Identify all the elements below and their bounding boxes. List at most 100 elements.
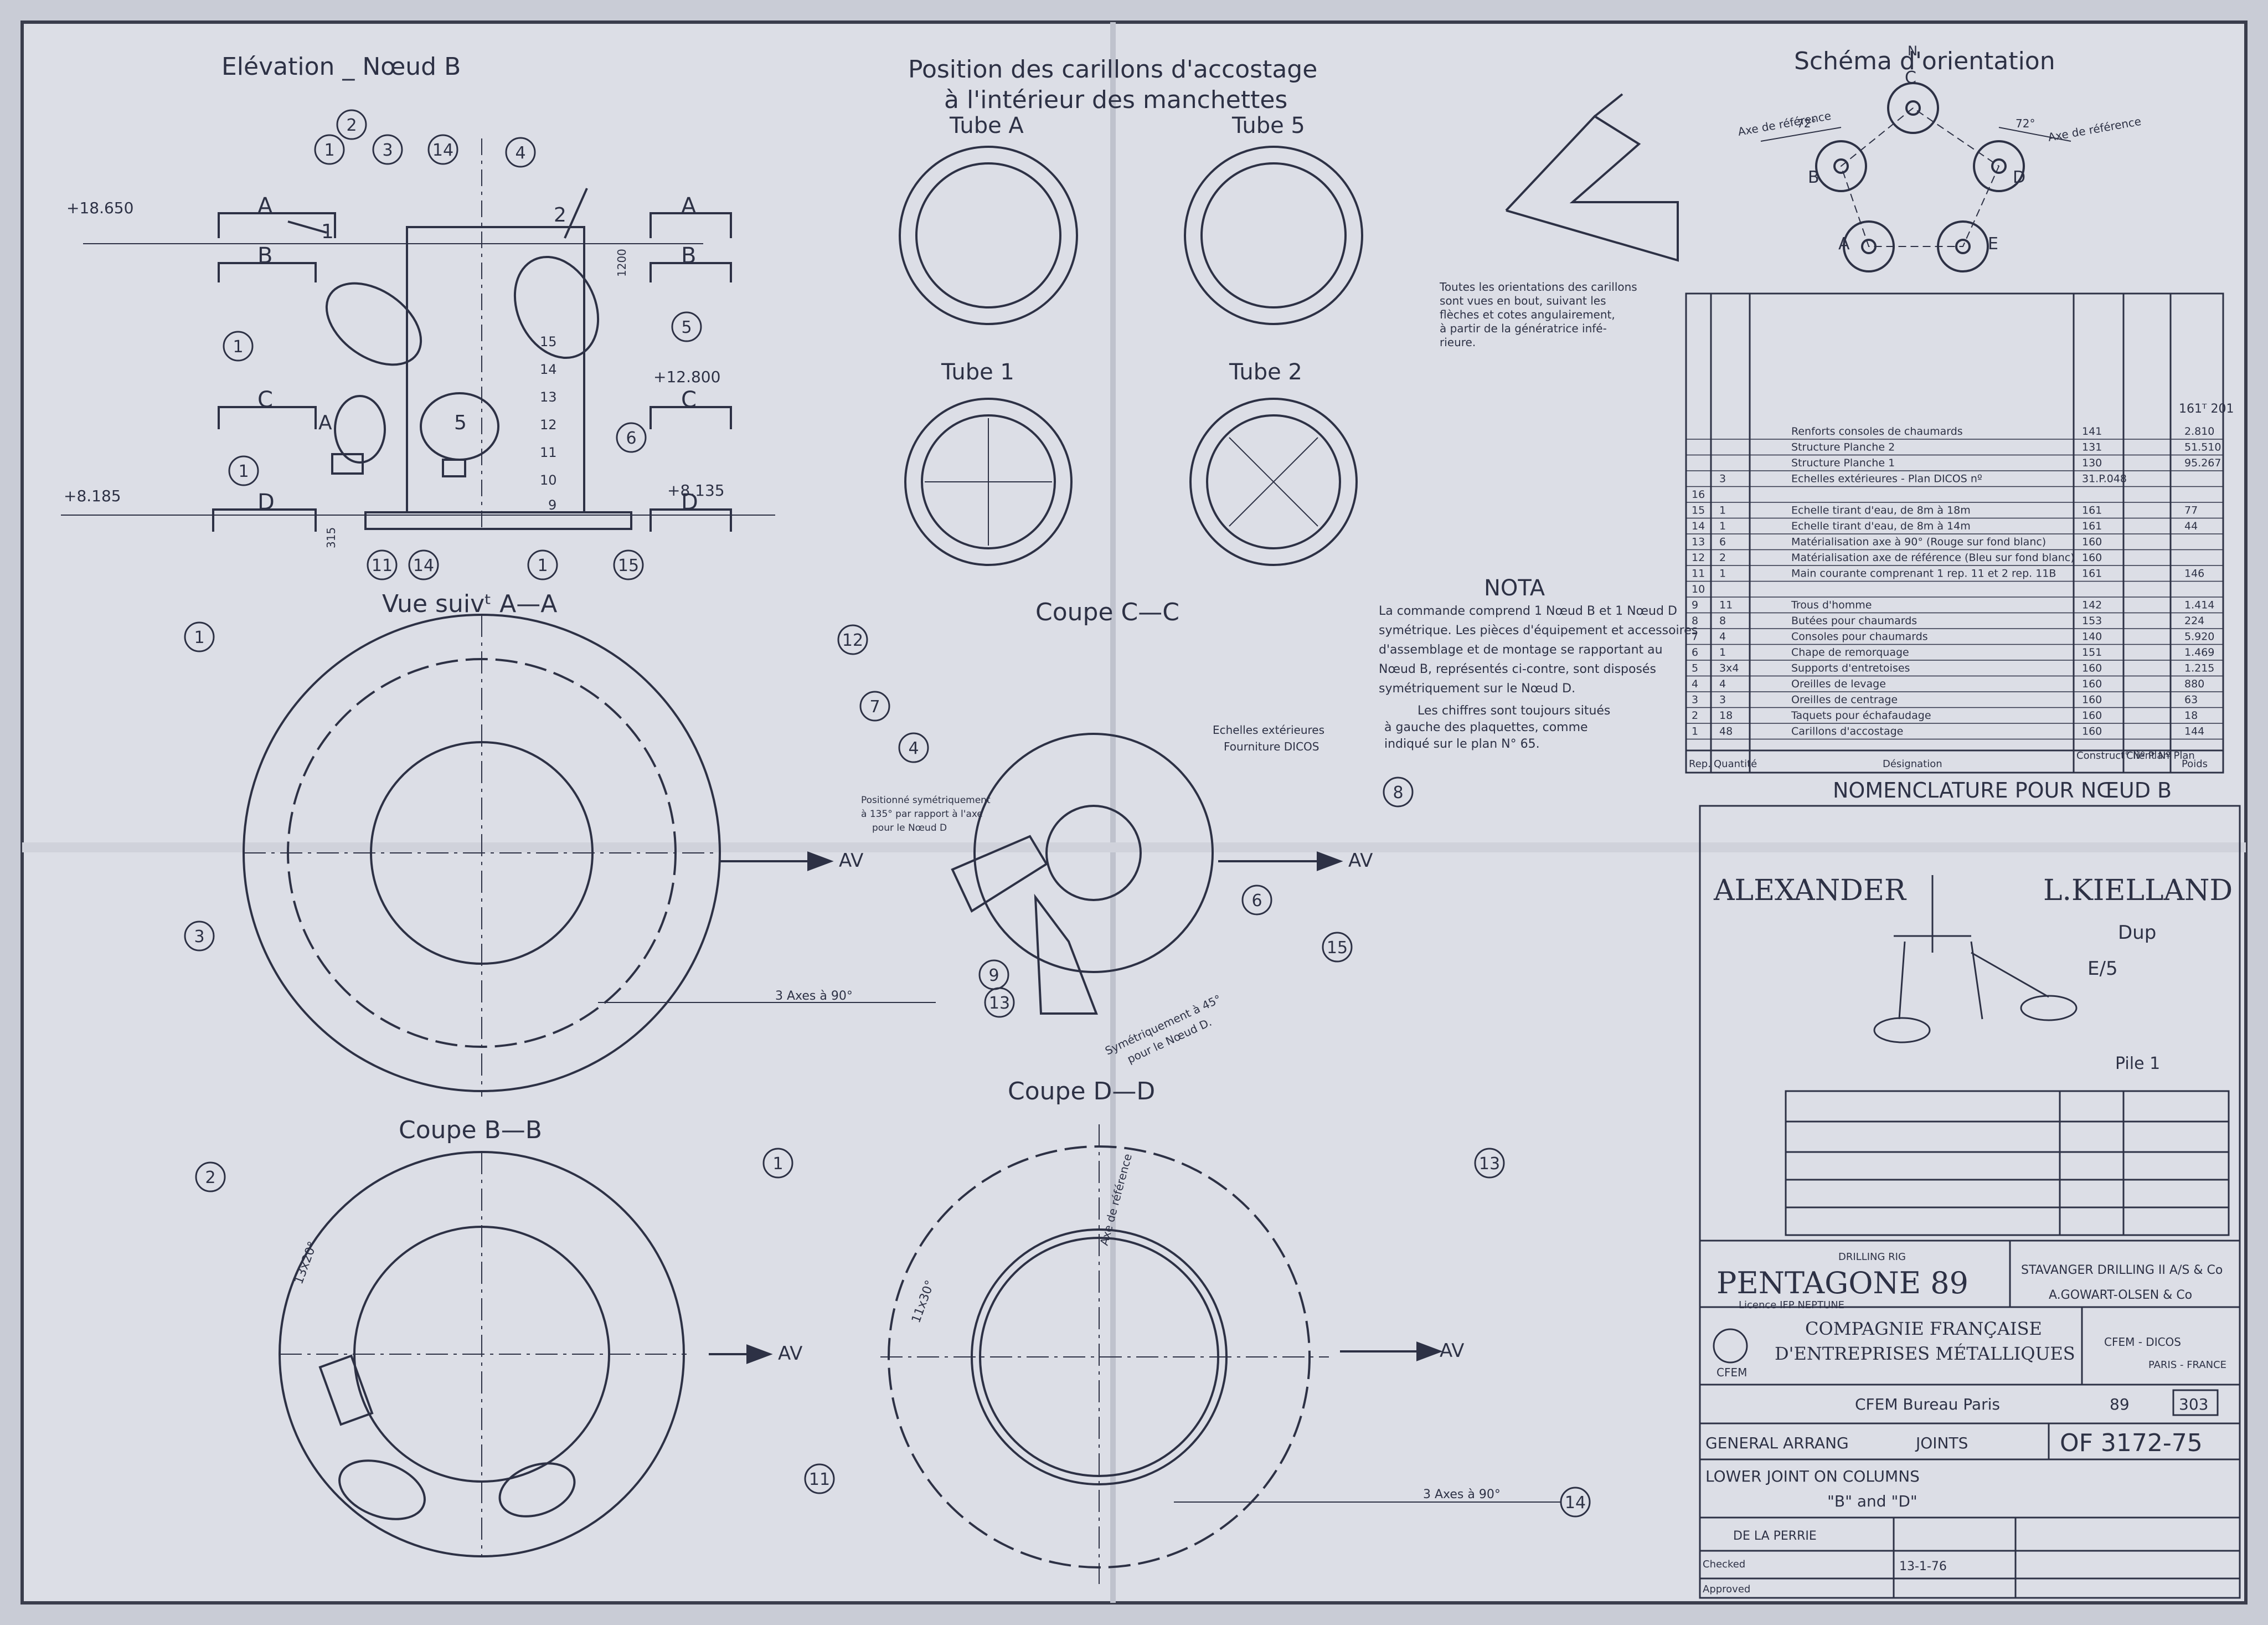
paper bbox=[20, 20, 2248, 1605]
callout-number: 12 bbox=[842, 631, 863, 650]
cell-desc: Taquets pour échafaudage bbox=[1791, 709, 1931, 722]
callout-circle bbox=[527, 549, 558, 580]
callout-number: 2 bbox=[346, 116, 357, 135]
cell-poids: 77 bbox=[2184, 505, 2198, 517]
cell-plan: 31.P.048 bbox=[2082, 473, 2127, 485]
coupe-bb: Coupe B—B AV 13x20° bbox=[279, 1116, 802, 1557]
callout-circle bbox=[184, 921, 215, 952]
svg-text:DE LA PERRIE: DE LA PERRIE bbox=[1733, 1529, 1817, 1543]
nomenclature-table: 161ᵀ 201 bbox=[1685, 292, 2234, 774]
cell-rep: 10 bbox=[1692, 583, 1705, 595]
position-title-1: Position des carillons d'accostage bbox=[908, 55, 1317, 84]
svg-text:Poids: Poids bbox=[2182, 758, 2208, 770]
tube-2-label: Tube 2 bbox=[1229, 359, 1302, 385]
callout-number: 14 bbox=[1565, 1493, 1586, 1513]
svg-text:E: E bbox=[1988, 234, 1998, 254]
callout-number: 6 bbox=[1251, 891, 1262, 911]
svg-text:A: A bbox=[318, 412, 332, 434]
callout-circle bbox=[762, 1148, 793, 1179]
rig-sketch bbox=[1873, 875, 2078, 1043]
callout-circle bbox=[184, 621, 215, 652]
cell-poids: 146 bbox=[2184, 568, 2204, 580]
brace-stub-2 bbox=[513, 255, 600, 359]
ladder-rungs: 15 14 13 12 11 10 9 bbox=[540, 334, 557, 513]
svg-text:JOINTS: JOINTS bbox=[1915, 1434, 1968, 1452]
callout-circle bbox=[837, 624, 868, 655]
svg-text:14: 14 bbox=[540, 362, 557, 377]
cell-rep: 3 bbox=[1692, 694, 1698, 706]
callout-circle bbox=[223, 331, 254, 362]
svg-text:symétrique. Les pièces d'équip: symétrique. Les pièces d'équipement et a… bbox=[1379, 624, 1698, 637]
svg-text:B: B bbox=[1808, 168, 1819, 187]
cell-desc: Chape de remorquage bbox=[1791, 646, 1909, 659]
drawing-number: OF 3172-75 bbox=[2060, 1429, 2203, 1457]
cell-qty: 3x4 bbox=[1719, 662, 1739, 675]
cell-desc: Renforts consoles de chaumards bbox=[1791, 425, 1963, 438]
cell-desc: Oreilles de levage bbox=[1791, 678, 1886, 690]
callout-circle bbox=[671, 311, 702, 342]
svg-text:13-1-76: 13-1-76 bbox=[1899, 1560, 1947, 1573]
base-plate bbox=[364, 511, 632, 530]
callout-number: 3 bbox=[382, 141, 393, 160]
svg-text:CFEM: CFEM bbox=[1717, 1366, 1747, 1379]
callout-number: 9 bbox=[988, 966, 999, 985]
cell-rep: 2 bbox=[1692, 709, 1698, 722]
cell-rep: 14 bbox=[1692, 520, 1705, 532]
callout-circle bbox=[978, 959, 1009, 990]
cell-poids: 63 bbox=[2184, 694, 2198, 706]
cell-rep: 8 bbox=[1692, 615, 1698, 627]
cell-qty: 1 bbox=[1719, 520, 1726, 532]
callout-circle bbox=[898, 732, 929, 763]
orientation-note-3: flèches et cotes angulairement, bbox=[1440, 308, 1615, 321]
svg-text:A: A bbox=[1838, 234, 1850, 254]
cell-rep: 11 bbox=[1692, 568, 1705, 580]
coupe-dd-title: Coupe D—D bbox=[1008, 1077, 1155, 1105]
cell-poids: 1.414 bbox=[2184, 599, 2214, 611]
cell-plan: 131 bbox=[2082, 441, 2102, 454]
brace-stub-1 bbox=[325, 282, 422, 366]
section-a-right: A bbox=[681, 193, 697, 219]
cell-poids: 880 bbox=[2184, 678, 2204, 690]
svg-text:Client Nº Plan: Client Nº Plan bbox=[2126, 750, 2195, 762]
svg-text:PARIS - FRANCE: PARIS - FRANCE bbox=[2148, 1359, 2226, 1371]
cell-qty: 48 bbox=[1719, 726, 1733, 738]
level-label-8185: +8.185 bbox=[64, 487, 121, 505]
cell-plan: 160 bbox=[2082, 709, 2102, 722]
callout-number: 14 bbox=[413, 556, 434, 575]
callout-circle bbox=[314, 134, 345, 165]
cell-qty: 1 bbox=[1719, 646, 1726, 659]
cell-plan: 161 bbox=[2082, 568, 2102, 580]
cell-plan: 160 bbox=[2082, 552, 2102, 564]
nomenclature-headers: Rep. Quantité Désignation Construct° Nº … bbox=[1689, 750, 2208, 770]
svg-text:Pile 1: Pile 1 bbox=[2115, 1054, 2160, 1073]
callout-number: 1 bbox=[537, 556, 548, 575]
cell-qty: 4 bbox=[1719, 631, 1726, 643]
svg-text:A.GOWART-OLSEN & Co: A.GOWART-OLSEN & Co bbox=[2049, 1288, 2192, 1302]
elevation-title: Elévation _ Nœud B bbox=[221, 53, 461, 81]
elevation-view: Elévation _ Nœud B A A B B C C D D +18.6… bbox=[61, 53, 775, 548]
cell-plan: 130 bbox=[2082, 457, 2102, 469]
callout-circle bbox=[336, 109, 367, 140]
coupe-cc-title: Coupe C—C bbox=[1035, 598, 1179, 626]
cell-qty: 2 bbox=[1719, 552, 1726, 564]
tube-5-circle bbox=[1184, 146, 1363, 325]
svg-text:89: 89 bbox=[2110, 1395, 2130, 1413]
cell-qty: 11 bbox=[1719, 599, 1733, 611]
svg-text:Construct° Nº Plan: Construct° Nº Plan bbox=[2076, 750, 2169, 762]
callout-number: 1 bbox=[772, 1154, 783, 1174]
svg-text:11: 11 bbox=[540, 445, 557, 460]
svg-text:symétriquement sur le Nœud D.: symétriquement sur le Nœud D. bbox=[1379, 682, 1575, 696]
cell-poids: 144 bbox=[2184, 726, 2204, 738]
svg-text:E/5: E/5 bbox=[2087, 958, 2118, 980]
svg-text:STAVANGER DRILLING II A/S & Co: STAVANGER DRILLING II A/S & Co bbox=[2021, 1263, 2223, 1277]
section-b-right: B bbox=[681, 243, 696, 269]
svg-text:Checked: Checked bbox=[1703, 1559, 1745, 1570]
svg-text:9: 9 bbox=[548, 497, 556, 513]
